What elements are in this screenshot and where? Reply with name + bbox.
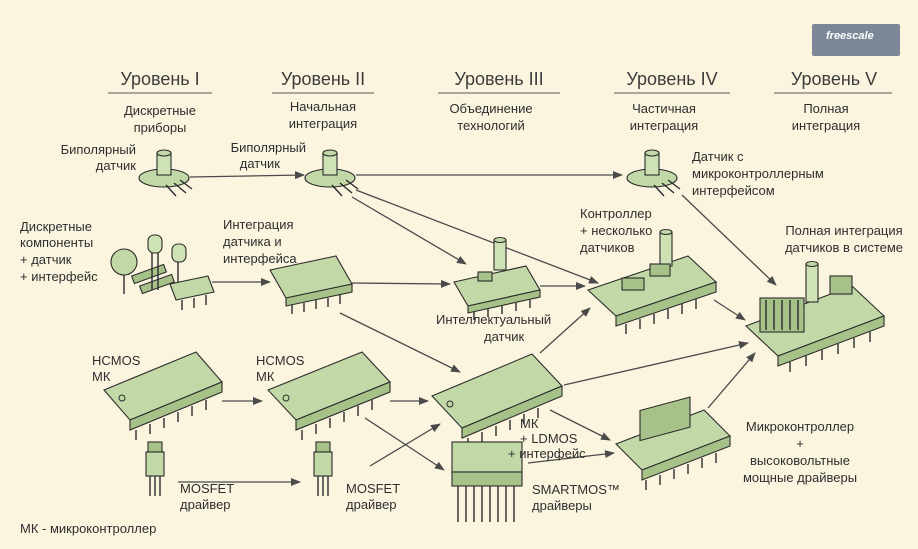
level-1-desc-line2: приборы <box>134 120 187 135</box>
controller-multisensor-chip <box>586 228 718 334</box>
label-smartmos-l2: драйверы <box>532 498 592 513</box>
arrow-sensor-mcu-to-full <box>681 194 777 286</box>
label-smartmos-l1: SMARTMOS™ <box>532 482 620 497</box>
mosfet-driver-1 <box>145 441 165 496</box>
level-1-title: Уровень I <box>120 69 199 89</box>
level-headers: Уровень I Уровень II Уровень III Уровень… <box>108 69 892 94</box>
freescale-logo <box>812 24 900 56</box>
label-mcuhv-l1: Микроконтроллер <box>746 419 854 434</box>
label-integr-l1: Интеграция <box>223 217 294 232</box>
level-3-desc-line2: технологий <box>457 118 525 133</box>
level-4-title: Уровень IV <box>626 69 717 89</box>
level-2-title: Уровень II <box>281 69 365 89</box>
label-bipolar2-l1: Биполярный <box>231 140 306 155</box>
label-mk-ldmos-l3: + интерфейс <box>508 446 586 461</box>
label-mk-ldmos-l1: МК <box>520 416 539 431</box>
label-mcuhv-l4: мощные драйверы <box>743 470 857 485</box>
label-discrete-l3: + датчик <box>20 252 72 267</box>
mcu-hv-drivers-chip <box>615 396 731 490</box>
label-bipolar1-l1: Биполярный <box>61 142 136 157</box>
full-integration-chip <box>744 260 886 372</box>
arrow-smartmos-to-mcuhv <box>527 450 615 464</box>
label-discrete-l2: компоненты <box>20 235 93 250</box>
level-5-desc-line1: Полная <box>803 101 848 116</box>
hcmos-mcu-chip-2 <box>267 351 391 440</box>
smart-sensor-chip <box>453 236 541 320</box>
label-full-l1: Полная интеграция <box>785 223 902 238</box>
label-bipolar2-l2: датчик <box>240 156 281 171</box>
freescale-logo-text: freescale <box>826 30 874 42</box>
node-labels: Биполярный датчик Биполярный датчик Датч… <box>20 140 903 536</box>
level-2-desc-line2: интеграция <box>289 116 357 131</box>
label-controller-l1: Контроллер <box>580 206 652 221</box>
label-bipolar1-l2: датчик <box>96 158 137 173</box>
label-hcmos2-l1: HCMOS <box>256 353 305 368</box>
level-5-desc-line2: интеграция <box>792 118 860 133</box>
arrow-mcuhv-to-full <box>707 352 756 409</box>
sensor-with-mcu-interface <box>626 149 681 197</box>
bipolar-sensor-1 <box>138 149 193 197</box>
arrow-mcu-to-controller <box>539 307 591 354</box>
mosfet-driver-2 <box>313 441 333 496</box>
label-mcuhv-l3: высоковольтные <box>750 453 850 468</box>
label-sensor-mcu-l3: интерфейсом <box>692 183 775 198</box>
bipolar-sensor-2 <box>304 149 359 197</box>
level-5-title: Уровень V <box>791 69 877 89</box>
arrow-bipolar-to-smart <box>351 196 467 265</box>
integrated-sensor-chip <box>269 255 353 314</box>
label-sensor-mcu-l2: микроконтроллерным <box>692 166 824 181</box>
label-smart-l1: Интеллектуальный <box>436 312 551 327</box>
level-3-title: Уровень III <box>454 69 543 89</box>
arrow-bipolar-to-bipolar <box>189 171 305 180</box>
footnote: МК - микроконтроллер <box>20 521 156 536</box>
label-smart-l2: датчик <box>484 329 525 344</box>
level-3-desc-line1: Объединение <box>449 101 532 116</box>
label-hcmos1-l2: МК <box>92 369 111 384</box>
arrow-mosfet-to-mcu <box>369 423 441 467</box>
arrow-integr-to-mcu <box>339 312 461 373</box>
arrow-controller-to-full <box>713 299 746 321</box>
level-4-desc-line2: интеграция <box>630 118 698 133</box>
label-hcmos1-l1: HCMOS <box>92 353 141 368</box>
label-mk-ldmos-l2: + LDMOS <box>520 431 578 446</box>
label-controller-l3: датчиков <box>580 240 635 255</box>
mcu-chip-level-3 <box>431 353 563 448</box>
hcmos-mcu-chip-1 <box>103 351 223 440</box>
level-2-desc-line1: Начальная <box>290 99 356 114</box>
label-discrete-l4: + интерфейс <box>20 269 98 284</box>
level-4-desc-line1: Частичная <box>632 101 696 116</box>
label-mosfet2-l2: драйвер <box>346 497 397 512</box>
arrow-mcu-to-full <box>563 341 749 386</box>
arrows <box>178 171 777 486</box>
level-1-desc-line1: Дискретные <box>124 103 196 118</box>
label-integr-l2: датчика и <box>223 234 282 249</box>
arrow-integr-to-smart <box>351 279 451 288</box>
label-mosfet1-l2: драйвер <box>180 497 231 512</box>
label-sensor-mcu-l1: Датчик с <box>692 149 744 164</box>
label-full-l2: датчиков в системе <box>785 240 903 255</box>
discrete-components <box>110 234 215 310</box>
label-mosfet2-l1: MOSFET <box>346 481 400 496</box>
arrow-bipolar-to-controller <box>355 189 599 284</box>
level-descriptions: Дискретные приборы Начальная интеграция … <box>124 99 860 135</box>
label-hcmos2-l2: МК <box>256 369 275 384</box>
label-controller-l2: + несколько <box>580 223 652 238</box>
label-discrete-l1: Дискретные <box>20 219 92 234</box>
label-integr-l3: интерфейса <box>223 251 297 266</box>
arrow-mcu-to-mcuhv <box>549 409 611 441</box>
label-mcuhv-l2: + <box>796 436 804 451</box>
arrow-hcmos-to-smartmos <box>364 417 445 471</box>
label-mosfet1-l1: MOSFET <box>180 481 234 496</box>
smartmos-drivers-chip <box>451 441 523 522</box>
